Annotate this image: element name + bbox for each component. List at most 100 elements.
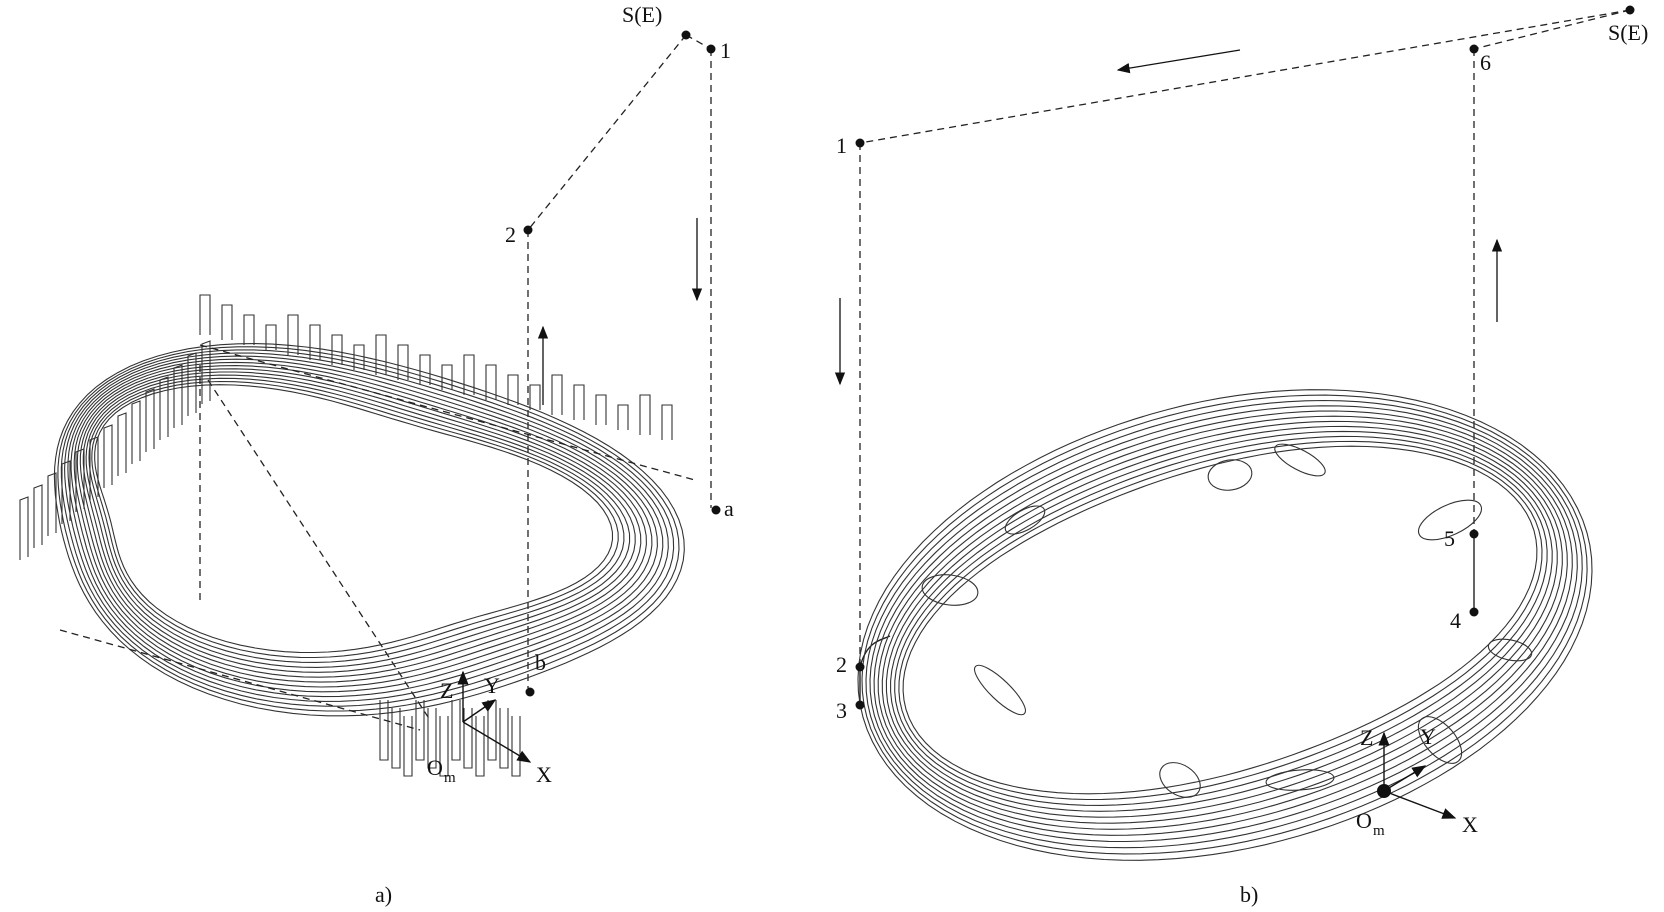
point-a — [711, 505, 721, 515]
wall-step — [487, 700, 497, 761]
loop-trace — [974, 664, 1026, 716]
contour-line — [57, 346, 680, 712]
contour-line — [82, 371, 636, 673]
wall-step — [475, 716, 485, 777]
point-s — [681, 30, 691, 40]
wall-step — [243, 314, 255, 345]
wall-step — [265, 324, 277, 350]
wall-step — [117, 412, 127, 476]
point-2 — [523, 225, 533, 235]
point-4 — [1469, 607, 1479, 617]
path-s-6 — [1473, 9, 1631, 50]
wall-step — [187, 352, 197, 416]
panel-b-toolpath — [859, 9, 1631, 705]
contour-line — [88, 377, 625, 663]
wall-step — [375, 334, 387, 375]
path-2-entry — [859, 635, 891, 668]
wall-step — [419, 354, 431, 385]
wall-step — [391, 708, 401, 769]
axis-label-z: Z — [440, 678, 453, 703]
loop-trace — [1274, 443, 1326, 477]
wall-step — [551, 374, 563, 415]
label-4: 4 — [1450, 608, 1461, 633]
loop-trace — [1417, 499, 1483, 541]
contour-line — [94, 384, 614, 654]
contour-line — [85, 374, 631, 668]
wall-step — [331, 334, 343, 365]
label-2: 2 — [505, 222, 516, 247]
wall-step — [451, 700, 461, 761]
point-s — [1625, 5, 1635, 15]
path-s-1 — [859, 9, 1631, 144]
contour-line — [64, 352, 669, 702]
axis-label-y: Y — [484, 673, 500, 698]
point-1 — [855, 138, 865, 148]
origin-label: O — [427, 755, 443, 780]
wall-step — [61, 460, 71, 524]
wall-step — [287, 314, 299, 355]
contour-line — [902, 445, 1538, 795]
contour-line — [70, 358, 658, 693]
label-1: 1 — [720, 38, 731, 63]
contour-line — [53, 343, 685, 717]
contour-line — [91, 380, 619, 659]
wall-step — [415, 700, 425, 761]
contour-line — [76, 365, 647, 683]
contour-line — [898, 440, 1543, 801]
panel-b-contours — [857, 389, 1593, 861]
panel-a-toolpath — [207, 34, 712, 721]
loop-trace — [1417, 716, 1463, 764]
x-axis-icon — [462, 721, 532, 763]
wall-step — [309, 324, 321, 360]
wall-step — [529, 384, 541, 410]
contour-line — [890, 430, 1553, 812]
y-axis-icon — [1383, 765, 1427, 792]
wall-step — [507, 374, 519, 405]
panel-a-walls — [19, 294, 696, 777]
panel-b: S(E) 6 1 2 3 4 5 Z Y X O m b) — [834, 5, 1648, 907]
wall-step — [403, 716, 413, 777]
wall-step — [397, 344, 409, 380]
wall-step — [19, 496, 29, 560]
wall-step — [639, 394, 651, 435]
axis-label-z: Z — [1360, 725, 1373, 750]
contour-line — [60, 349, 675, 707]
path-s-1 — [685, 34, 712, 50]
wall-step — [463, 708, 473, 769]
contour-line — [857, 389, 1593, 861]
wall-step — [573, 384, 585, 420]
contour-line — [885, 425, 1558, 818]
label-1: 1 — [836, 133, 847, 158]
label-6: 6 — [1480, 50, 1491, 75]
x-axis-icon — [1383, 790, 1457, 819]
loop-trace — [1207, 459, 1253, 491]
loop-trace — [921, 574, 979, 606]
panel-b-axes: Z Y X O m — [1356, 724, 1478, 839]
wall-step — [595, 394, 607, 425]
label-2: 2 — [836, 652, 847, 677]
wall-step — [427, 708, 437, 769]
wall-step — [201, 340, 211, 404]
wall-step — [47, 472, 57, 536]
axis-label-x: X — [536, 762, 552, 787]
caption-b: b) — [1240, 882, 1258, 907]
wall-step — [173, 364, 183, 428]
wall-step — [131, 400, 141, 464]
label-b: b — [535, 650, 546, 675]
wall-step — [33, 484, 43, 548]
origin-subscript: m — [1373, 823, 1385, 839]
label-a: a — [724, 496, 734, 521]
panel-a: S(E) 1 2 a b Z Y X O m a) — [19, 2, 734, 907]
wall-step — [75, 448, 85, 512]
wall-step — [499, 708, 509, 769]
contour-line — [894, 435, 1548, 806]
point-6 — [1469, 44, 1479, 54]
point-2 — [855, 662, 865, 672]
axis-label-x: X — [1462, 812, 1478, 837]
wall-outline — [59, 344, 696, 731]
contour-line — [881, 420, 1563, 824]
panel-a-contours — [53, 343, 685, 717]
label-s: S(E) — [1608, 20, 1648, 45]
wall-step — [379, 700, 389, 761]
